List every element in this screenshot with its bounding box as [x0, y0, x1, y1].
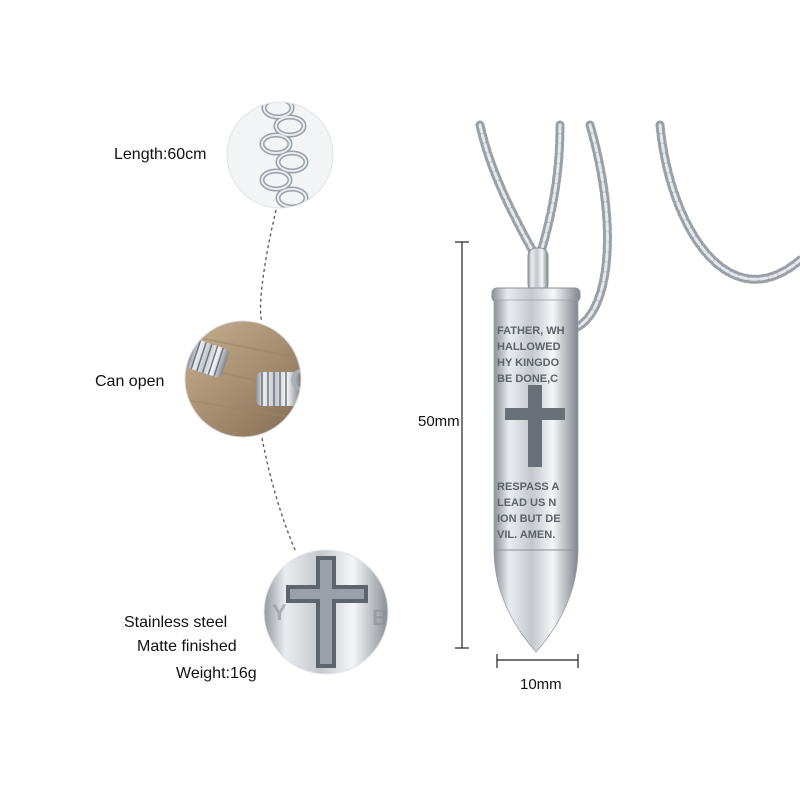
engraving-line: ION BUT DE — [497, 513, 561, 525]
height-dimension-line — [455, 241, 469, 649]
material-label: Stainless steel — [124, 614, 228, 631]
svg-text:Y: Y — [272, 600, 287, 625]
engraving-line: FATHER, WH — [497, 325, 565, 337]
dashed-connector — [259, 209, 297, 553]
can-open-image — [185, 321, 301, 437]
engraving-line: BE DONE,C — [497, 373, 558, 385]
engraving-line: HY KINGDO — [497, 357, 560, 369]
width-dimension-label: 10mm — [520, 676, 562, 693]
engraved-text: FATHER, WH HALLOWED HY KINGDO BE DONE,C … — [497, 325, 565, 541]
finish-label: Matte finished — [137, 638, 237, 655]
engraving-line: HALLOWED — [497, 341, 561, 353]
bullet-pendant — [491, 287, 581, 653]
svg-text:B: B — [372, 605, 388, 630]
width-dimension-line — [496, 654, 579, 668]
weight-label: Weight:16g — [176, 665, 257, 682]
engraving-line: LEAD US N — [497, 497, 556, 509]
engraving-line: RESPASS A — [497, 481, 559, 493]
engraving-closeup-image: Y B — [264, 550, 388, 674]
cross-engraving — [528, 385, 542, 467]
engraving-line: VIL. AMEN. — [497, 529, 555, 541]
chain — [475, 120, 800, 335]
height-dimension-label: 50mm — [418, 413, 460, 430]
bail — [527, 247, 549, 293]
can-open-label: Can open — [95, 373, 165, 390]
length-label: Length:60cm — [114, 146, 207, 163]
chain-closeup-image — [227, 102, 333, 208]
